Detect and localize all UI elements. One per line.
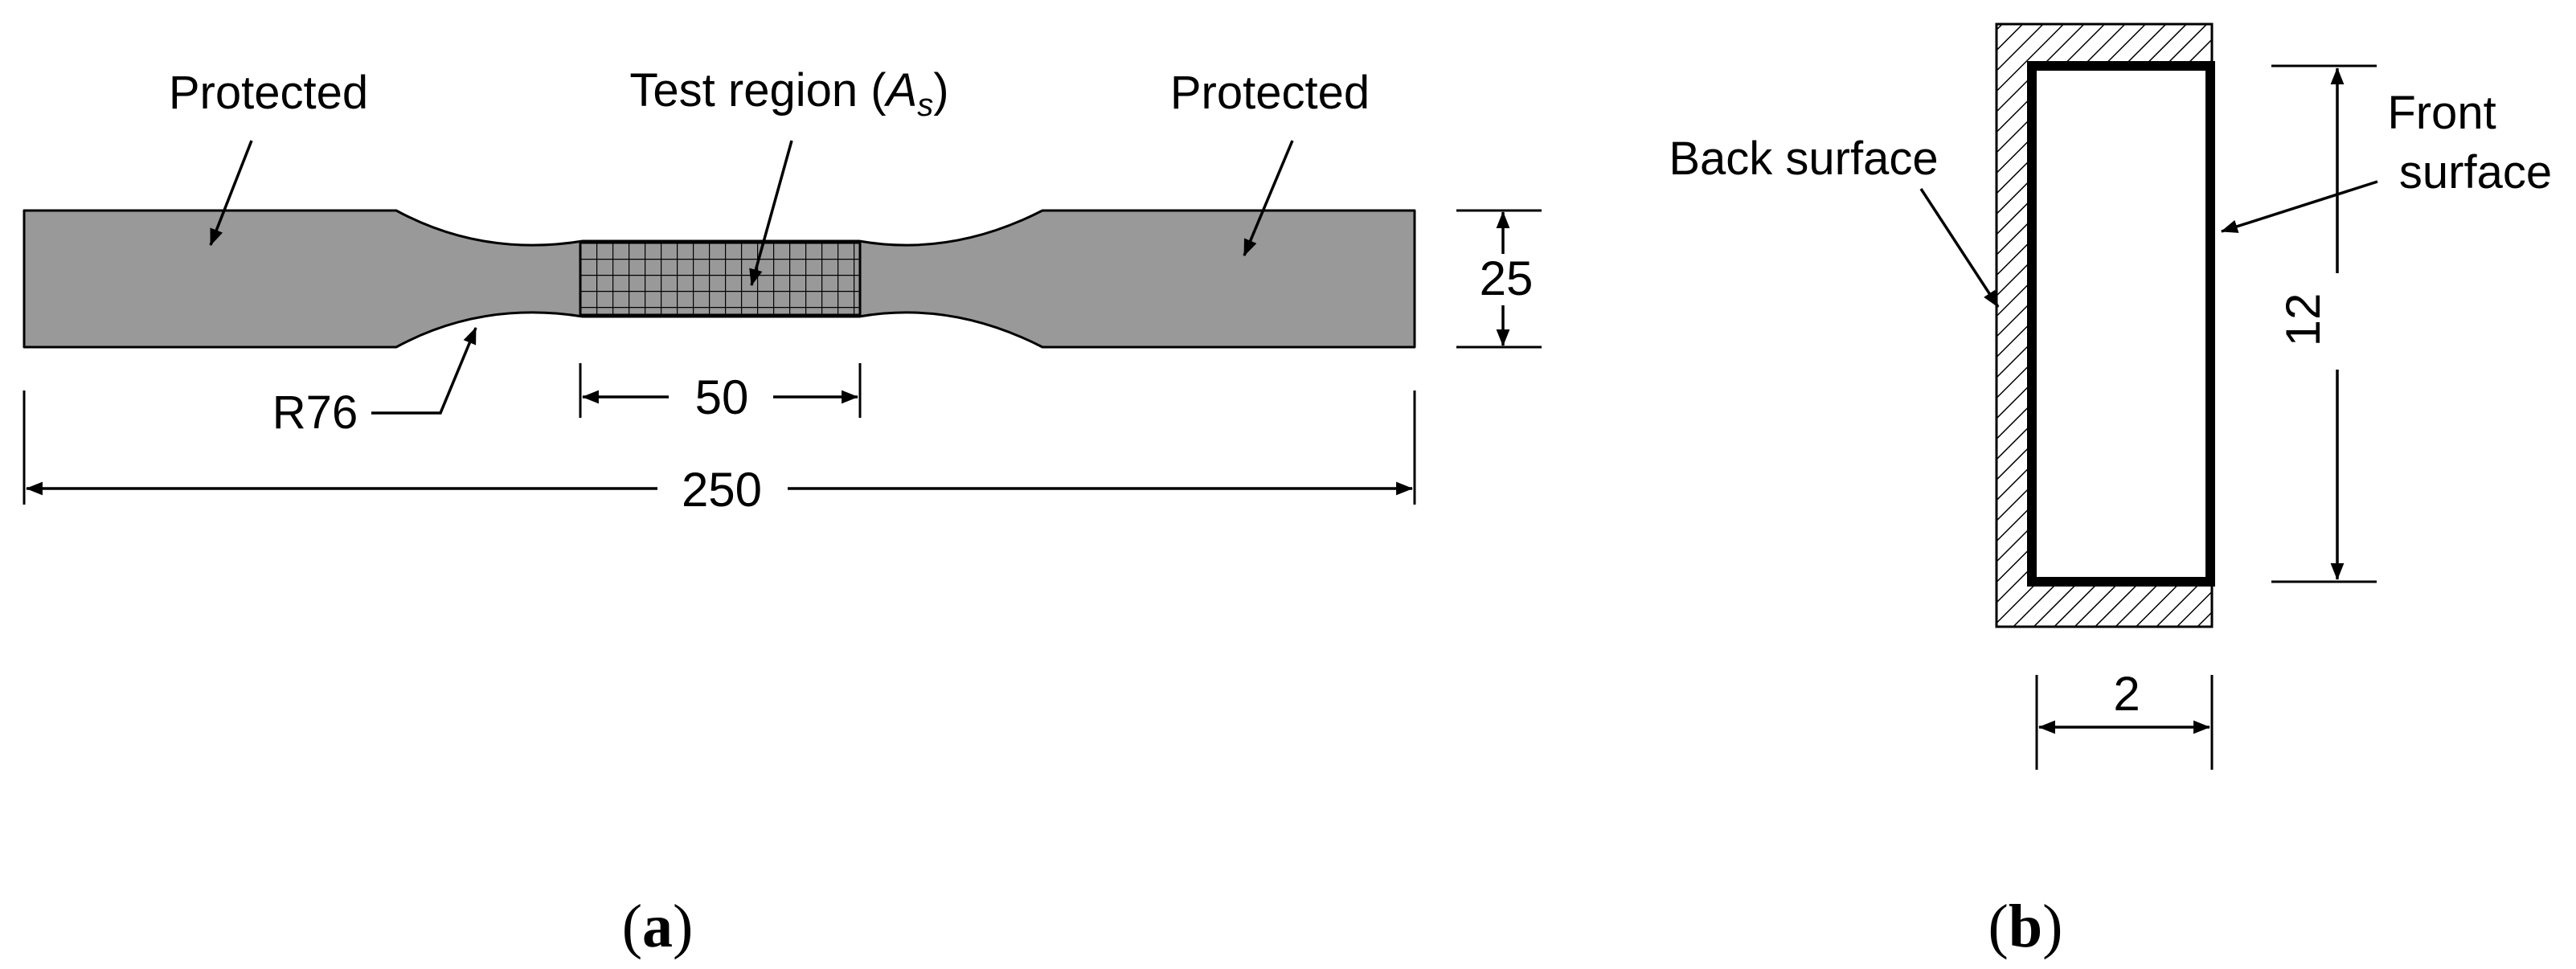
specimen-cross-section <box>2027 61 2215 587</box>
radius-leader <box>371 327 477 415</box>
gauge-length-label: 50 <box>695 370 749 424</box>
front-surface-leader <box>2220 180 2378 233</box>
front-surface-label-line1: Front <box>2387 87 2496 139</box>
front-surface-label-line2: surface <box>2399 146 2552 198</box>
protected-left-label: Protected <box>169 67 368 119</box>
back-surface-leader <box>1919 188 2000 308</box>
test-region-leader <box>749 140 793 287</box>
protected-right-leader <box>1243 140 1294 256</box>
width-dimension-label: 25 <box>1480 251 1534 305</box>
panel-a-caption: (a) <box>622 893 694 960</box>
height-dimension-label: 12 <box>2276 293 2330 347</box>
radius-label: R76 <box>272 386 358 439</box>
panel-b-caption: (b) <box>1988 893 2063 960</box>
test-region-grid <box>579 241 862 317</box>
total-length-label: 250 <box>682 463 762 517</box>
thickness-dimension-label: 2 <box>2113 667 2140 721</box>
panel-a: 25 50 250 Protected Test region (As) Pro… <box>23 64 1542 960</box>
protected-right-label: Protected <box>1170 67 1370 119</box>
panel-b: 12 2 Back surface Front surface (b) <box>1669 22 2552 960</box>
test-region-label: Test region (As) <box>629 64 948 123</box>
back-surface-label: Back surface <box>1669 133 1938 185</box>
protected-left-leader <box>209 140 253 246</box>
